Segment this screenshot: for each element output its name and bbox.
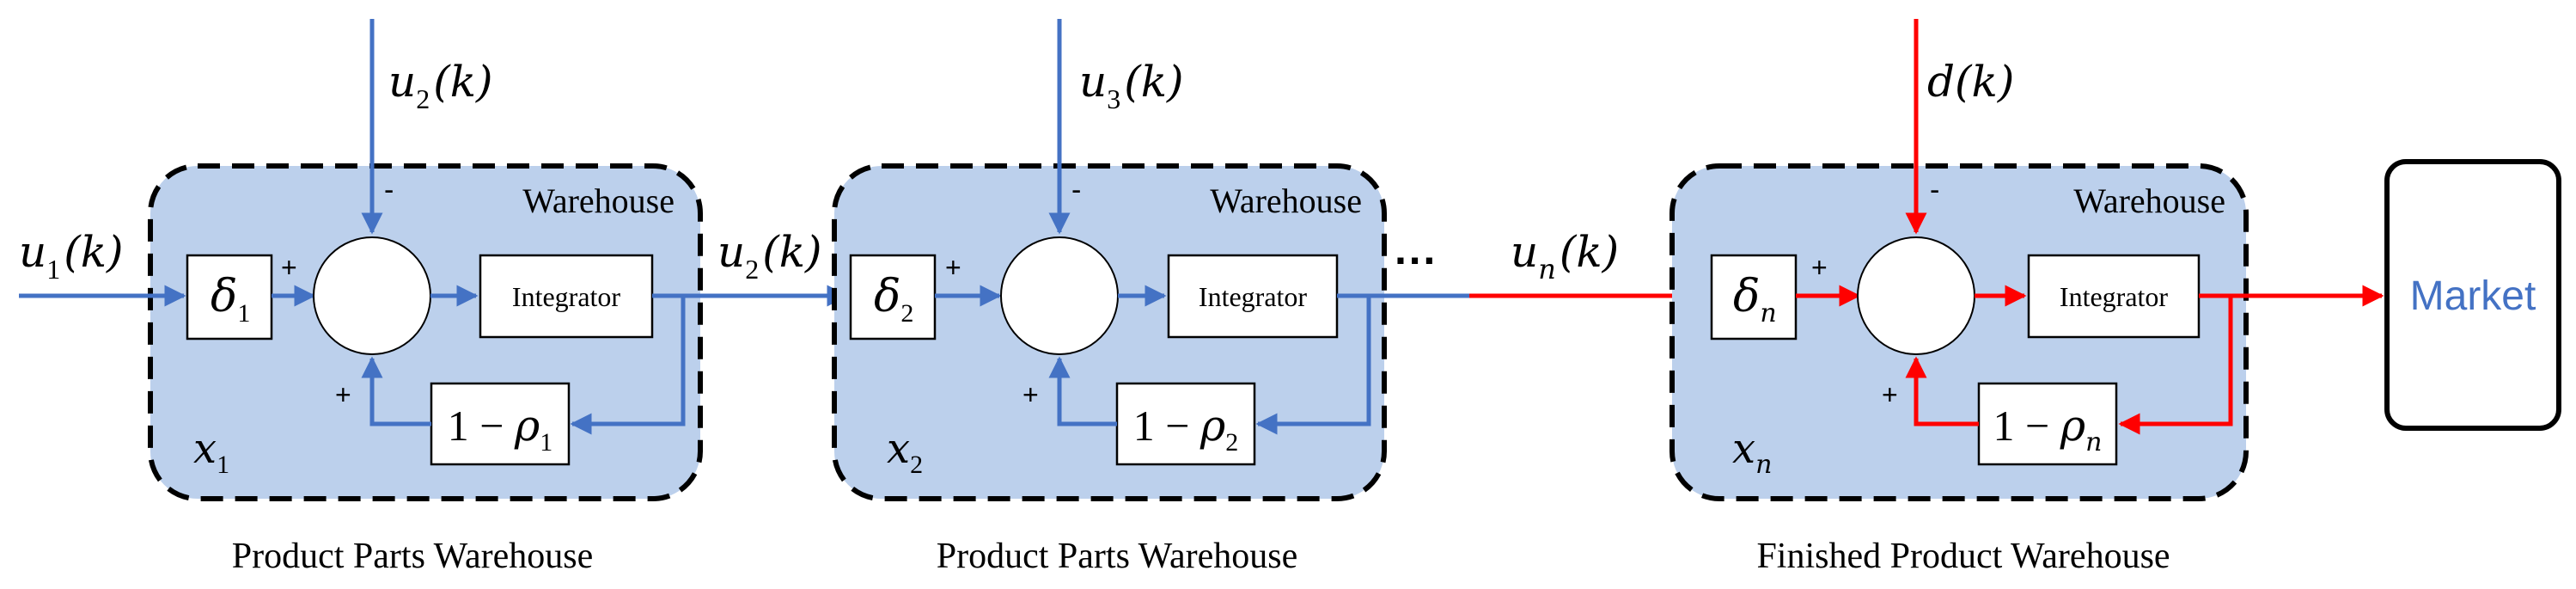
warehouse-n-feedback-wire (2118, 296, 2233, 435)
warehouse-n-caption: Finished Product Warehouse (1756, 537, 2170, 576)
warehouse-n-state-label: xn (1732, 425, 1772, 480)
warehouse-1-label: Warehouse (522, 181, 675, 220)
warehouse-2-feedback-label: 1 − ρ2 (1133, 401, 1239, 457)
market-label: Market (2410, 273, 2536, 319)
warehouse-1: Warehouse u1(k) δ1 + u2(k) - Integrator (19, 19, 849, 576)
link-1-2-label: u2(k) (717, 227, 822, 285)
market: Market (2384, 159, 2561, 431)
warehouse-n-feedback-to-sum (1905, 356, 1979, 426)
warehouse-1-feedback-block (430, 382, 571, 466)
warehouse-n-feedback-block (1977, 382, 2118, 466)
warehouse-n-gain-block (1710, 254, 1798, 341)
warehouse-2-integrator-label: Integrator (1199, 281, 1308, 312)
market-box (2384, 159, 2561, 431)
warehouse-1-gain-block (186, 254, 273, 341)
warehouse-2-plus-top: + (945, 252, 961, 283)
warehouse-n-integrator-block (2027, 254, 2201, 339)
warehouse-n-minus: - (1930, 174, 1939, 206)
warehouse-2-state-label: x2 (887, 425, 923, 479)
warehouse-1-integrator-label: Integrator (512, 281, 621, 312)
warehouse-1-feedback-to-sum (361, 356, 431, 426)
warehouse-n-plus-left: + (1882, 379, 1898, 410)
warehouse-2-top-input-label: u3(k) (1079, 57, 1184, 114)
warehouse-1-feedback-wire (570, 296, 686, 435)
warehouse-1-input-label: u1(k) (19, 227, 124, 285)
warehouse-n-label: Warehouse (2073, 181, 2225, 220)
warehouse-1-caption: Product Parts Warehouse (232, 537, 593, 576)
warehouse-2-integrator-block (1167, 254, 1339, 339)
warehouse-2: Warehouse δ2 + u3(k) - Integrator 1 − ρ2… (832, 19, 1469, 576)
warehouse-1-integrator-block (479, 254, 654, 339)
warehouse-2-caption: Product Parts Warehouse (937, 537, 1297, 576)
warehouse-2-plus-left: + (1022, 379, 1039, 410)
warehouse-2-label: Warehouse (1210, 181, 1362, 220)
warehouse-n-plus-top: + (1811, 252, 1828, 283)
warehouse-1-state-label: x1 (193, 425, 229, 479)
warehouse-n-sum-junction (1857, 236, 1975, 355)
warehouse-2-gain-block (849, 254, 937, 341)
warehouse-1-top-input-label: u2(k) (388, 57, 493, 114)
warehouse-2-gain-label: δ2 (874, 271, 913, 328)
warehouse-1-feedback-label: 1 − ρ1 (448, 401, 553, 457)
warehouse-2-feedback-to-sum (1048, 356, 1117, 426)
warehouse-1-gain-label: δ1 (211, 271, 250, 328)
warehouse-1-minus: - (384, 174, 394, 206)
warehouse-1-sum-junction (313, 236, 431, 355)
warehouse-1-plus-top: + (281, 252, 297, 283)
warehouse-n-top-input-label: d(k) (1927, 57, 2014, 107)
chain-ellipsis: ··· (1395, 236, 1438, 285)
link-n-label: un(k) (1511, 227, 1619, 285)
warehouse-2-feedback-wire (1255, 296, 1371, 435)
warehouse-1-plus-left: + (335, 379, 351, 410)
warehouse-n-gain-label: δn (1733, 271, 1777, 328)
warehouse-2-sum-junction (1000, 236, 1119, 355)
warehouse-n-feedback-label: 1 − ρn (1993, 401, 2103, 457)
warehouse-n-integrator-label: Integrator (2060, 281, 2169, 312)
warehouse-n: Warehouse δn + d(k) - Integrator 1 − ρn … (1670, 19, 2384, 576)
warehouse-2-minus: - (1071, 174, 1081, 206)
